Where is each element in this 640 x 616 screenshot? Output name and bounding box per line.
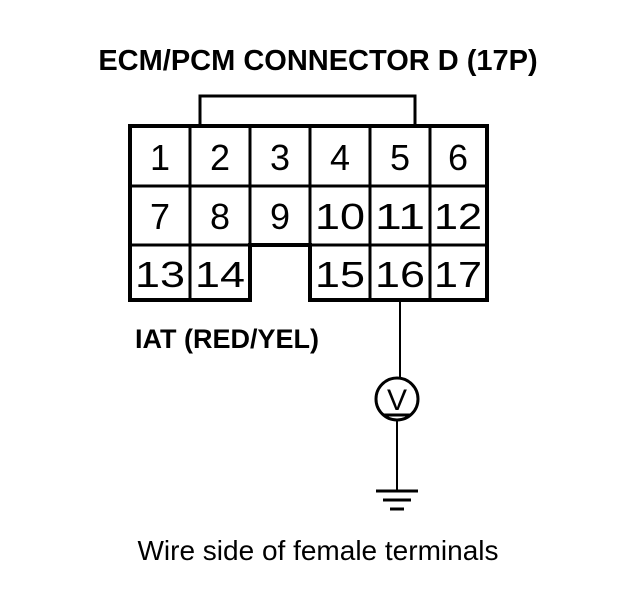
terminal-9: 9 <box>270 196 290 237</box>
terminal-8: 8 <box>210 196 230 237</box>
ground-icon <box>376 489 418 511</box>
terminal-numbers: 1 2 3 4 5 6 7 8 9 10 11 12 13 14 15 16 1… <box>135 137 482 295</box>
terminal-11: 11 <box>375 196 425 237</box>
terminal-15: 15 <box>315 254 365 295</box>
terminal-17: 17 <box>434 254 482 295</box>
terminal-12: 12 <box>434 196 482 237</box>
voltmeter-symbol: V <box>387 384 407 417</box>
connector-lock-tab <box>198 94 417 126</box>
terminal-3: 3 <box>270 137 290 178</box>
terminal-10: 10 <box>315 196 365 237</box>
terminal-2: 2 <box>210 137 230 178</box>
diagram-caption: Wire side of female terminals <box>137 535 498 566</box>
wire-label: IAT (RED/YEL) <box>135 324 319 354</box>
terminal-16: 16 <box>375 254 425 295</box>
terminal-14: 14 <box>195 254 245 295</box>
terminal-6: 6 <box>448 137 468 178</box>
voltmeter-icon: V <box>374 376 420 422</box>
terminal-1: 1 <box>150 137 170 178</box>
terminal-4: 4 <box>330 137 350 178</box>
terminal-grid <box>130 126 487 300</box>
diagram-title: ECM/PCM CONNECTOR D (17P) <box>98 45 537 77</box>
terminal-5: 5 <box>390 137 410 178</box>
terminal-7: 7 <box>150 196 170 237</box>
terminal-13: 13 <box>135 254 185 295</box>
